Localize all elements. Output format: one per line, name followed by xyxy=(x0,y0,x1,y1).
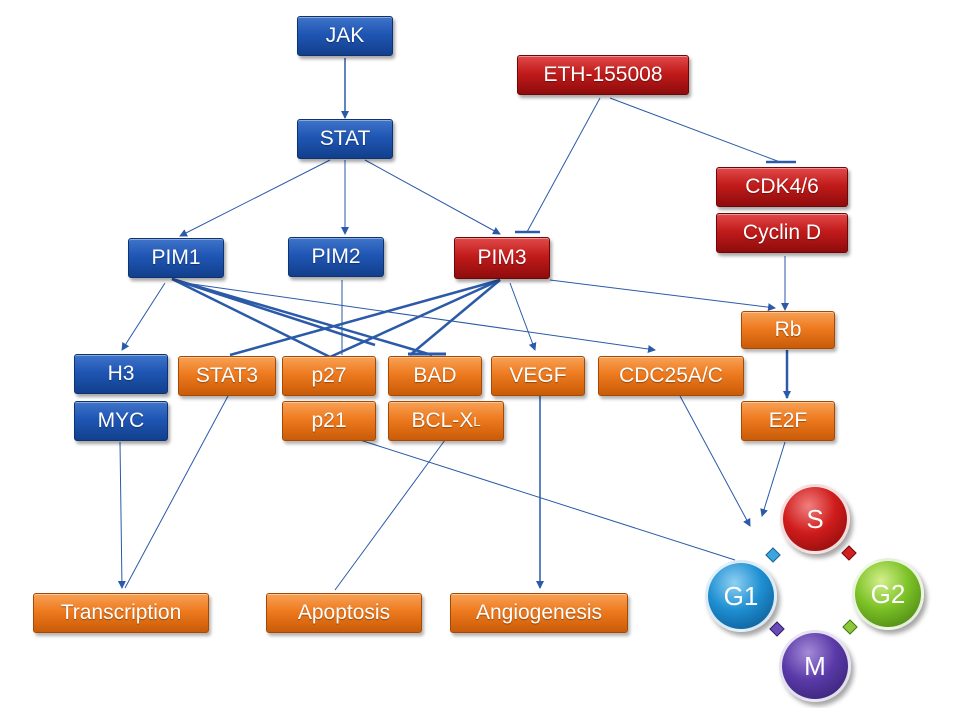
node-stat: STAT xyxy=(297,119,393,159)
node-cyclin-d: Cyclin D xyxy=(716,213,848,253)
node-rb: Rb xyxy=(741,311,835,349)
node-pim3-label: PIM3 xyxy=(477,246,527,269)
node-apoptosis-label: Apoptosis xyxy=(297,601,391,624)
node-apoptosis: Apoptosis xyxy=(266,593,422,633)
node-angiogenesis: Angiogenesis xyxy=(450,593,628,633)
edge-pim1-cdc25 xyxy=(184,282,656,353)
cell-cycle-g1-label: G1 xyxy=(723,580,759,611)
node-cdc25ac: CDC25A/C xyxy=(598,356,744,396)
node-bclxl-subscript: L xyxy=(473,413,481,429)
node-cdc25-label: CDC25A/C xyxy=(619,364,723,387)
node-pim2-label: PIM2 xyxy=(311,245,361,268)
node-cdk46-label: CDK4/6 xyxy=(745,175,819,198)
node-myc-label: MYC xyxy=(97,409,145,432)
cell-cycle-g2: G2 xyxy=(852,558,924,630)
edge-cdc25-g1 xyxy=(679,395,751,527)
node-p21-label: p21 xyxy=(311,409,347,432)
edge-pim3-bad xyxy=(409,279,501,356)
node-vegf-label: VEGF xyxy=(509,364,567,387)
node-bclxl-label: BCL-X xyxy=(411,409,474,432)
node-rb-label: Rb xyxy=(774,318,802,341)
cell-cycle-s: S xyxy=(780,484,850,554)
node-pim2: PIM2 xyxy=(288,237,384,277)
node-pim1-label: PIM1 xyxy=(151,246,201,269)
node-angiogenesis-label: Angiogenesis xyxy=(475,601,603,624)
edge-e2f-g1 xyxy=(760,441,786,517)
edge-stat-pim1 xyxy=(179,159,331,237)
edge-pim3-stat3 xyxy=(229,278,501,357)
cell-cycle-g1: G1 xyxy=(705,560,777,632)
node-eth-155008: ETH-155008 xyxy=(517,55,689,95)
node-p27-label: p27 xyxy=(311,364,347,387)
node-pim1: PIM1 xyxy=(128,238,224,278)
edge-pim3-p27 xyxy=(329,278,501,359)
node-stat3: STAT3 xyxy=(178,356,276,396)
node-jak-label: JAK xyxy=(325,24,365,47)
node-e2f: E2F xyxy=(741,401,835,441)
node-stat3-label: STAT3 xyxy=(195,364,259,387)
edge-pim1-bad xyxy=(171,277,433,357)
edge-pim3-vegf xyxy=(509,282,537,351)
cycle-diamond-s-g2 xyxy=(841,545,857,561)
edge-p21-g1 xyxy=(359,439,736,561)
edge-myc-transcription xyxy=(117,441,126,589)
node-cyclind-label: Cyclin D xyxy=(742,221,822,244)
node-vegf: VEGF xyxy=(491,356,585,396)
node-transcription-label: Transcription xyxy=(60,601,182,624)
edge-eth-pim3 xyxy=(526,97,601,233)
node-stat-label: STAT xyxy=(319,127,371,150)
node-myc: MYC xyxy=(74,401,168,441)
edge-stat-pim3 xyxy=(364,159,501,235)
cell-cycle-m: M xyxy=(779,630,851,702)
node-bad: BAD xyxy=(388,356,482,396)
cycle-diamond-g2-m xyxy=(842,619,858,635)
edge-bclxl-apoptosis xyxy=(334,439,446,591)
cell-cycle-g2-label: G2 xyxy=(870,578,906,609)
node-e2f-label: E2F xyxy=(768,409,808,432)
node-cdk46: CDK4/6 xyxy=(716,167,848,207)
node-bad-label: BAD xyxy=(413,364,457,387)
node-p21: p21 xyxy=(282,401,376,441)
cycle-diamond-g1-s xyxy=(765,547,781,563)
node-h3: H3 xyxy=(74,354,168,394)
edge-eth-cdk xyxy=(609,97,781,163)
edge-pim3-rb xyxy=(549,279,776,312)
edge-pim1-stat3 xyxy=(171,277,376,347)
edge-stat3-transcription xyxy=(124,395,229,589)
cell-cycle-s-label: S xyxy=(806,503,824,534)
node-h3-label: H3 xyxy=(107,362,135,385)
node-transcription: Transcription xyxy=(33,593,209,633)
node-jak: JAK xyxy=(297,16,393,56)
node-eth-label: ETH-155008 xyxy=(543,63,663,86)
edge-pim1-p27 xyxy=(171,277,331,359)
node-p27: p27 xyxy=(282,356,376,396)
edge-pim1-h3 xyxy=(121,282,166,351)
cycle-diamond-m-g1 xyxy=(769,621,785,637)
cell-cycle-m-label: M xyxy=(804,650,826,681)
node-pim3: PIM3 xyxy=(454,237,550,279)
